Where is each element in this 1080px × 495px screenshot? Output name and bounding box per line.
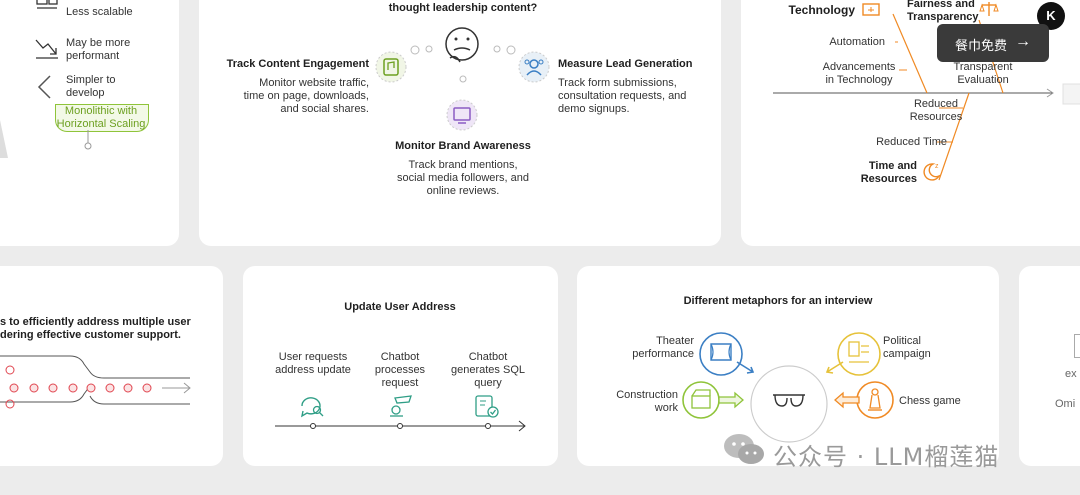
card-customer-support: s to efficiently address multiple user d… — [0, 266, 223, 466]
support-line-1: s to efficiently address multiple user — [0, 316, 191, 328]
thought-bubbles-down — [459, 75, 467, 83]
political-label: Political campaign — [883, 335, 931, 360]
item-performant: May be more performant — [66, 37, 131, 62]
robot-icon — [390, 395, 412, 417]
card-fishbone: Technology Fairness and Transparency Aut… — [741, 0, 1080, 246]
connector-dot — [84, 130, 92, 150]
support-line-2: dering effective customer support. — [0, 329, 181, 341]
content-engagement-icon — [375, 51, 407, 83]
lead-title: Measure Lead Generation — [558, 58, 693, 70]
fragment-text-1: ex — [1065, 368, 1077, 380]
card-far-right-fragment: ex Omi — [1019, 266, 1080, 466]
construction-label: Construction work — [616, 389, 678, 414]
item-simpler: Simpler to develop — [66, 74, 116, 99]
heading: thought leadership content? — [388, 2, 538, 14]
chess-label: Chess game — [899, 395, 961, 407]
chart-down-icon — [35, 39, 58, 59]
political-icon — [837, 332, 881, 376]
time-resources-label: Time and Resources — [860, 160, 917, 185]
ad-icon — [446, 99, 478, 131]
arrow-right-icon: → — [1015, 33, 1031, 50]
server-icon — [36, 0, 58, 9]
arrow-construction — [718, 391, 744, 409]
arrow-political — [825, 361, 844, 374]
lead-desc: Track form submissions, consultation req… — [558, 77, 687, 115]
advancements-label: Advancements in Technology — [822, 61, 896, 86]
watermark-text: 公众号 · LLM榴莲猫 — [773, 443, 1000, 471]
theater-label: Theater performance — [632, 335, 694, 360]
far-right-bar-fragment — [1062, 83, 1080, 105]
card-architecture-comparison: Less scalable May be more performant Sim… — [0, 0, 179, 246]
free-action-button[interactable]: 餐巾免费 → — [937, 24, 1049, 62]
step-user-requests: User requests address update — [275, 351, 351, 376]
reduced-resources-label: Reduced Resources — [909, 98, 963, 123]
chat-search-icon — [301, 397, 324, 418]
monolithic-highlight — [55, 104, 149, 132]
technology-icon — [862, 3, 880, 16]
fragment-box — [1074, 334, 1080, 358]
step-chatbot-generates: Chatbot generates SQL query — [451, 351, 525, 389]
timeline-line — [275, 420, 526, 432]
step-chatbot-processes: Chatbot processes request — [374, 351, 426, 389]
database-check-icon — [475, 395, 499, 418]
center-circle — [750, 365, 828, 443]
card-interview-metaphors: Different metaphors for an interview The… — [577, 266, 999, 466]
engagement-title: Track Content Engagement — [226, 58, 369, 70]
engagement-desc: Monitor website traffic, time on page, d… — [243, 77, 369, 115]
arrow-theater — [736, 361, 755, 374]
brand-title: Monitor Brand Awareness — [395, 140, 531, 152]
chess-icon — [856, 381, 894, 419]
wechat-icon — [724, 434, 764, 464]
glasses-icon — [773, 394, 805, 407]
technology-label: Technology — [788, 3, 855, 17]
update-title: Update User Address — [344, 301, 456, 313]
monolithic-label: Monolithic with Horizontal Scaling — [56, 105, 146, 130]
card-thought-leadership: thought leadership content? Track Conten… — [199, 0, 721, 246]
chevron-left-icon — [37, 75, 51, 99]
metaphors-title: Different metaphors for an interview — [683, 295, 873, 307]
transparent-eval-label: Transparent Evaluation — [953, 61, 1013, 86]
construction-icon — [682, 381, 720, 419]
thinking-face-icon — [445, 27, 479, 63]
theater-icon — [699, 332, 743, 376]
thought-bubbles-right — [493, 45, 516, 55]
arrow-chess — [834, 391, 860, 409]
card-update-address: Update User Address User requests addres… — [243, 266, 558, 466]
svg-text:z: z — [935, 163, 939, 170]
brand-desc: Track brand mentions, social media follo… — [396, 159, 530, 197]
flow-lines — [0, 355, 191, 409]
reduced-time-label: Reduced Time — [876, 136, 947, 148]
scales-icon — [979, 2, 999, 16]
automation-label: Automation — [829, 36, 885, 48]
hk-logo-icon: K — [1046, 8, 1056, 23]
fragment-text-2: Omi — [1055, 398, 1076, 410]
lead-generation-icon — [518, 51, 550, 83]
free-action-label: 餐巾免费 — [955, 39, 1008, 54]
thought-bubbles-left — [410, 45, 433, 55]
sleep-icon: z — [923, 163, 941, 181]
fairness-label: Fairness and Transparency — [907, 0, 979, 23]
triangle-fragment — [0, 120, 8, 158]
item-less-scalable: Less scalable — [66, 6, 133, 18]
